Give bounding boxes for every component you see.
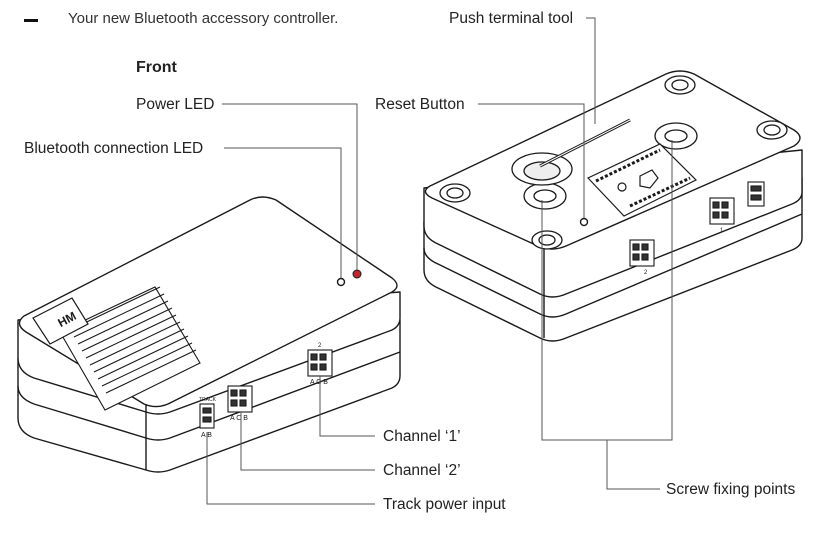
- hm-logo: HM: [32, 297, 89, 345]
- svg-text:2: 2: [644, 270, 648, 276]
- rear-device-top-face: [424, 70, 801, 250]
- svg-text:A C B: A C B: [310, 379, 328, 386]
- channel-2-terminal: A C B: [227, 385, 253, 422]
- label-push-terminal-tool: Push terminal tool: [449, 10, 573, 27]
- vent-grille: [59, 286, 201, 411]
- rear-channel-2-terminal: 2: [629, 239, 655, 276]
- svg-text:1: 1: [720, 228, 724, 234]
- label-reset-button: Reset Button: [375, 96, 465, 113]
- reset-button: [579, 217, 589, 227]
- rubber-feet: [439, 75, 788, 250]
- intro-text: Your new Bluetooth accessory controller.: [68, 10, 339, 27]
- label-bluetooth-led: Bluetooth connection LED: [24, 140, 203, 157]
- front-heading: Front: [136, 59, 177, 76]
- bullet-dash: [24, 19, 38, 22]
- bluetooth-led: [336, 277, 346, 287]
- callout-lines: [206, 17, 673, 505]
- product-label: [586, 143, 698, 217]
- svg-text:A C B: A C B: [230, 415, 248, 422]
- label-power-led: Power LED: [136, 96, 214, 113]
- label-screw-fixing-points: Screw fixing points: [666, 481, 795, 498]
- label-track-power-input: Track power input: [383, 496, 506, 513]
- label-channel-2: Channel ‘2’: [383, 462, 461, 479]
- svg-text:2: 2: [318, 343, 322, 349]
- rear-device: [423, 70, 803, 342]
- svg-text:TRACK: TRACK: [199, 397, 217, 403]
- label-channel-1: Channel ‘1’: [383, 428, 461, 445]
- push-terminal-tool: [511, 118, 631, 186]
- channel-1-terminal: 2 A C B: [307, 343, 333, 386]
- power-led: [352, 269, 362, 279]
- screw-fixing-points: [523, 122, 698, 210]
- rear-track-terminal: [747, 181, 765, 207]
- rear-channel-1-terminal: 1: [709, 197, 735, 234]
